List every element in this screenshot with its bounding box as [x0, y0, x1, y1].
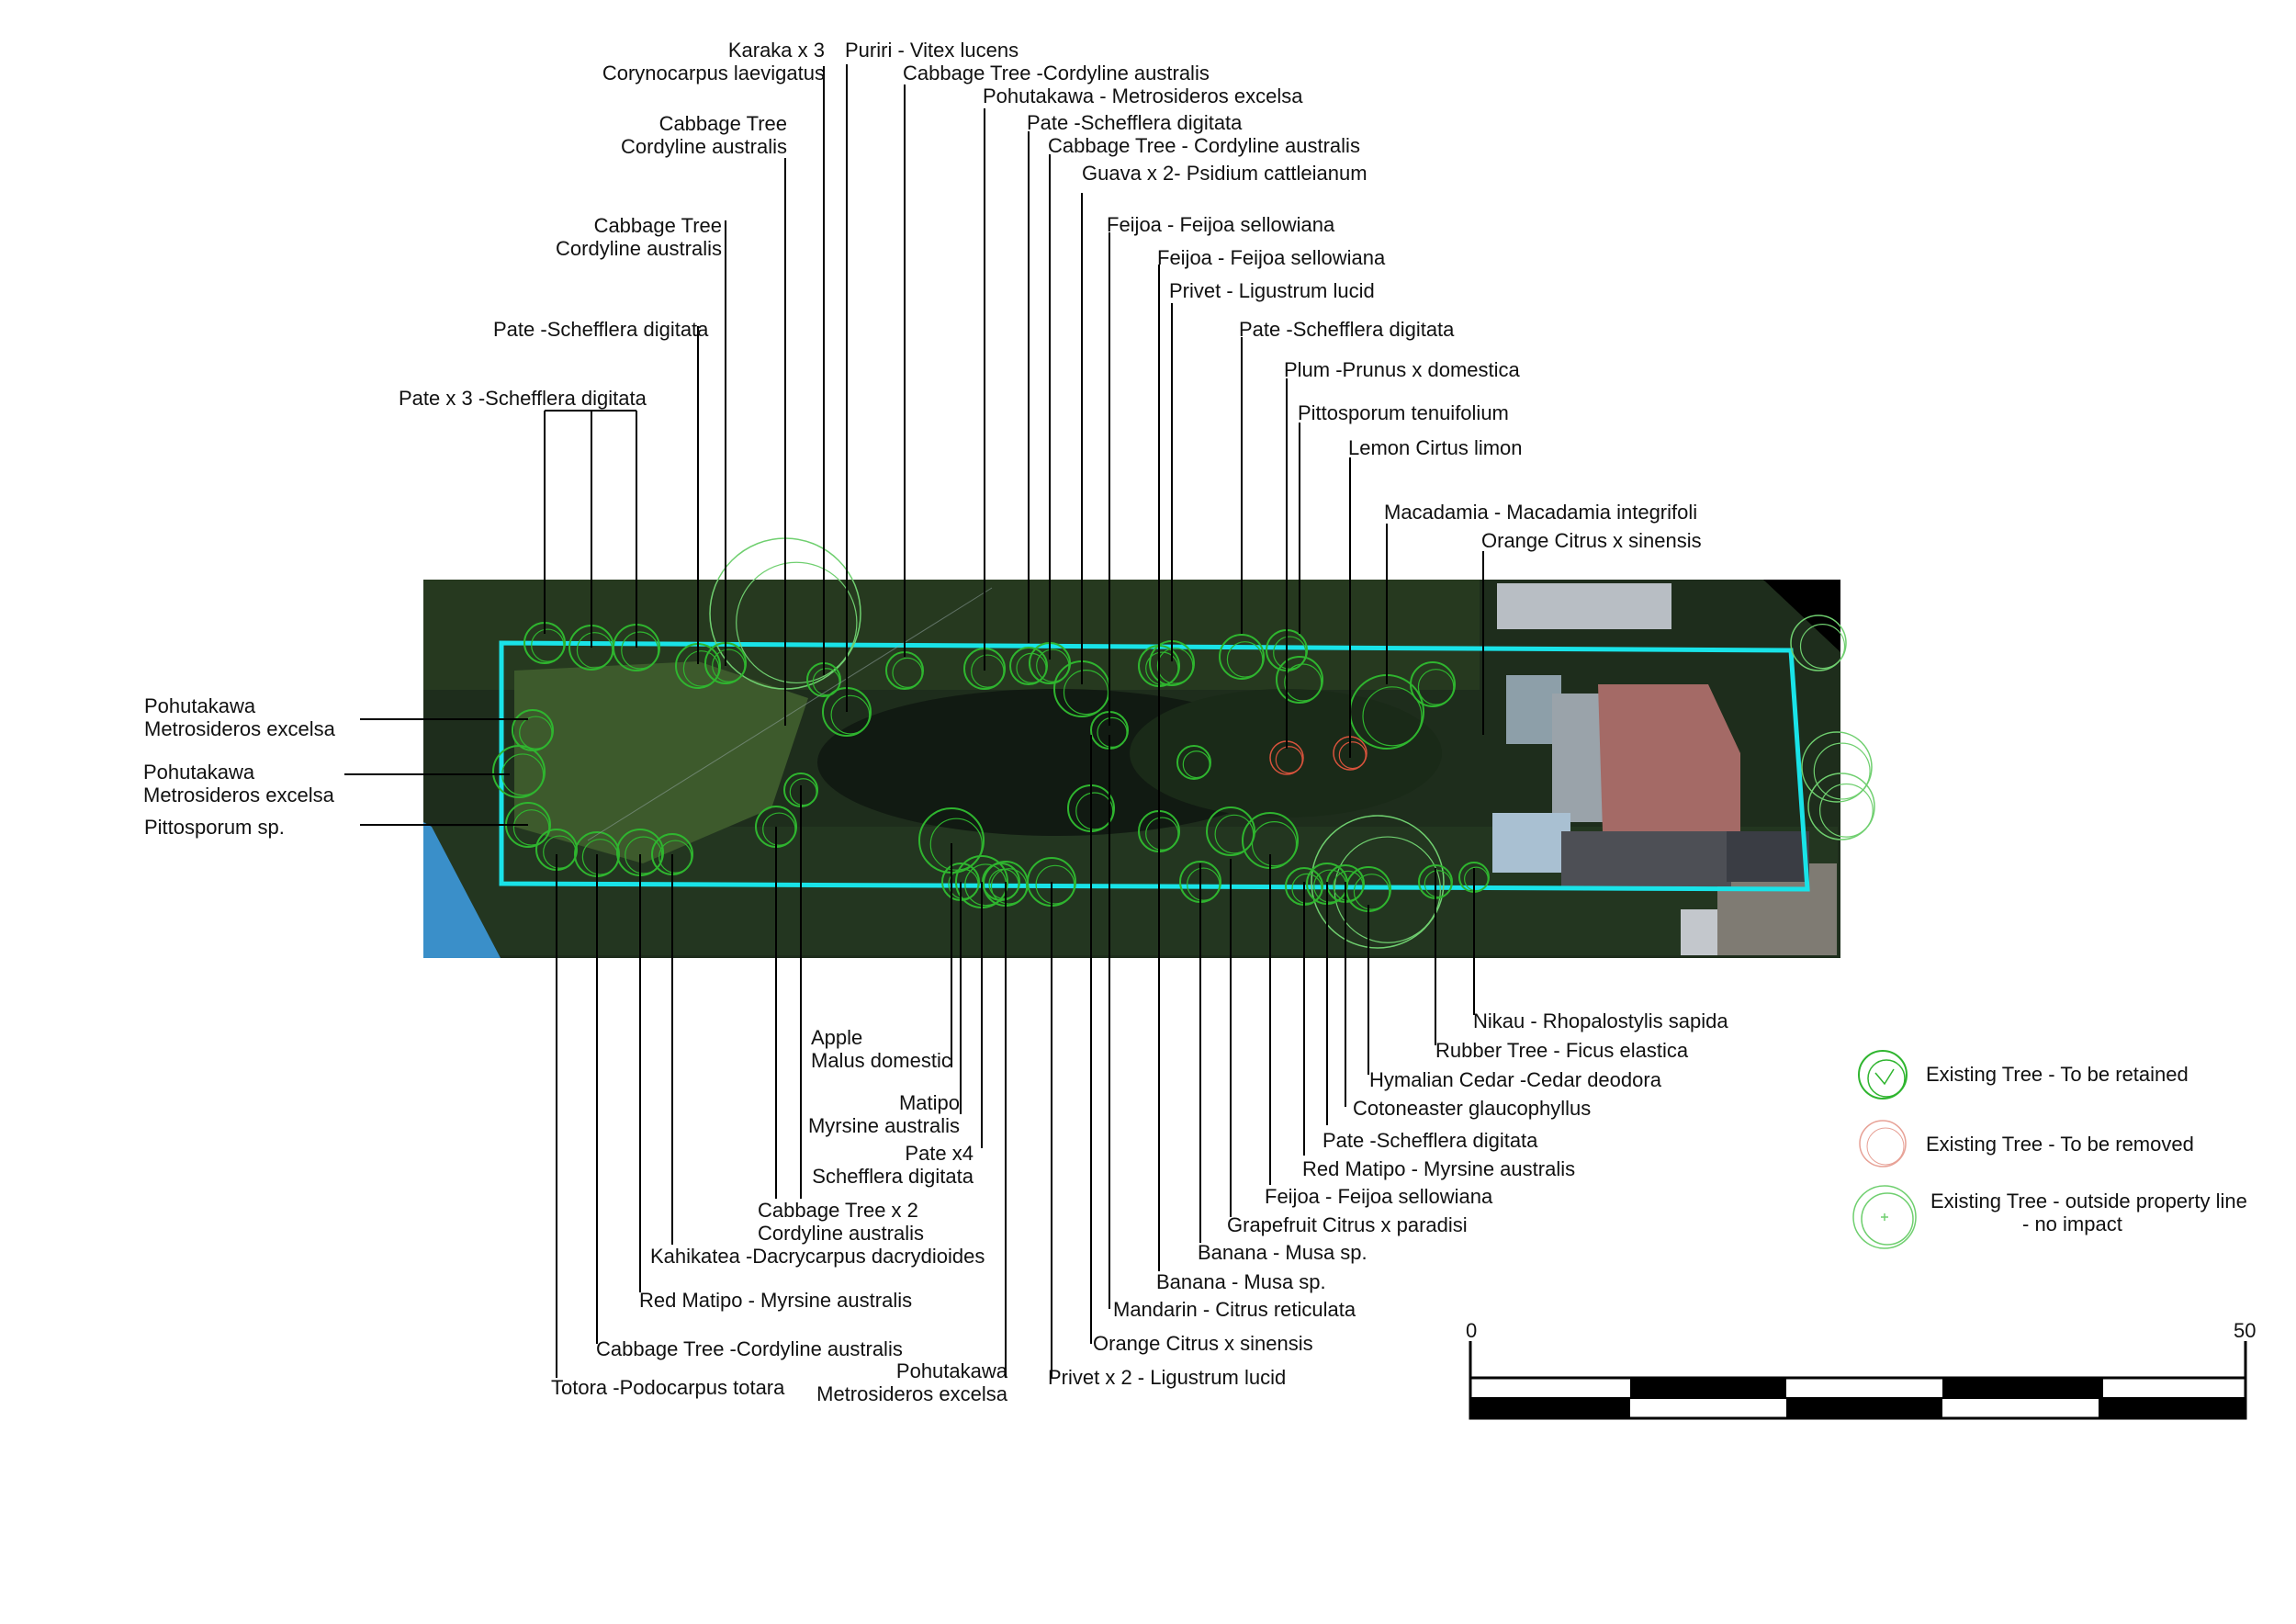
label-orange-b: Orange Citrus x sinensis [1093, 1332, 1313, 1355]
label-rubber-tree: Rubber Tree - Ficus elastica [1435, 1039, 1689, 1062]
legend-retained-label: Existing Tree - To be retained [1926, 1063, 2189, 1086]
legend-outside-icon [1852, 1185, 1917, 1249]
label-banana-a: Banana - Musa sp. [1156, 1270, 1326, 1293]
site-line [587, 587, 993, 841]
label-privet-x2: Privet x 2 - Ligustrum lucid [1048, 1366, 1287, 1389]
scale-bar [1469, 1341, 2247, 1420]
label-red-matipo-b: Red Matipo - Myrsine australis [1302, 1157, 1576, 1180]
retained-tree-icon [1276, 656, 1323, 704]
label-macadamia: Macadamia - Macadamia integrifoli [1384, 501, 1698, 524]
label-grapefruit: Grapefruit Citrus x paradisi [1227, 1213, 1468, 1236]
retained-tree-icon [1219, 634, 1265, 680]
legend-retained-icon [1858, 1050, 1908, 1100]
label-pate-c: Pate -Schefflera digitata [1239, 318, 1455, 341]
label-pate-x3: Pate x 3 -Schefflera digitata [399, 387, 647, 410]
label-feijoa-a: Feijoa - Feijoa sellowiana [1107, 213, 1335, 236]
scale-max-label: 50 [2234, 1319, 2257, 1342]
label-privet-a: Privet - Ligustrum lucid [1169, 279, 1375, 302]
label-cotoneaster: Cotoneaster glaucophyllus [1353, 1097, 1592, 1120]
legend-removed-label: Existing Tree - To be removed [1926, 1133, 2194, 1156]
label-plum: Plum -Prunus x domestica [1284, 358, 1520, 381]
label-orange-a: Orange Citrus x sinensis [1481, 529, 1702, 552]
label-feijoa-b: Feijoa - Feijoa sellowiana [1157, 246, 1386, 269]
property-boundary [499, 640, 1810, 892]
outside-tree-icon [1801, 731, 1873, 803]
label-pittosporum-sp: Pittosporum sp. [144, 816, 285, 839]
photo-corner [1763, 580, 1840, 652]
legend-removed-icon [1859, 1120, 1907, 1167]
canopy-area [1130, 689, 1442, 818]
leader-lines [344, 64, 1484, 1378]
label-nikau: Nikau - Rhopalostylis sapida [1473, 1009, 1728, 1032]
neighbour-roof [1497, 583, 1671, 629]
label-pate-d: Pate -Schefflera digitata [1322, 1129, 1538, 1152]
outside-tree-icon [1790, 615, 1847, 671]
label-pate-b: Pate -Schefflera digitata [493, 318, 709, 341]
house-garage [1561, 831, 1731, 886]
house-garage [1727, 831, 1809, 882]
label-pate-a: Pate -Schefflera digitata [1027, 111, 1243, 134]
label-cedar: Hymalian Cedar -Cedar deodora [1369, 1068, 1661, 1091]
label-banana-b: Banana - Musa sp. [1198, 1241, 1367, 1264]
label-pittosporum-tenuifolium: Pittosporum tenuifolium [1298, 401, 1509, 424]
outside-tree-icon [1311, 815, 1445, 949]
label-kahikatea: Kahikatea -Dacrycarpus dacrydioides [650, 1245, 985, 1268]
retained-tree-icon [1410, 661, 1456, 707]
label-feijoa-c: Feijoa - Feijoa sellowiana [1265, 1185, 1493, 1208]
label-red-matipo-a: Red Matipo - Myrsine australis [639, 1289, 913, 1312]
label-cabbage-tree-e: Cabbage Tree -Cordyline australis [596, 1337, 903, 1360]
label-puriri: Puriri - Vitex lucens [845, 39, 1019, 62]
label-cabbage-tree-b: Cabbage Tree - Cordyline australis [1048, 134, 1360, 157]
outside-tree-icon [1807, 773, 1875, 840]
retained-tree-icon [1206, 806, 1255, 856]
label-totora: Totora -Podocarpus totara [551, 1376, 785, 1399]
label-guava: Guava x 2- Psidium cattleianum [1082, 162, 1367, 185]
label-mandarin: Mandarin - Citrus reticulata [1113, 1298, 1356, 1321]
label-pohutakawa-a: Pohutakawa - Metrosideros excelsa [983, 85, 1303, 107]
water-corner [423, 822, 501, 958]
label-cabbage-tree-a: Cabbage Tree -Cordyline australis [903, 62, 1210, 85]
label-lemon: Lemon Cirtus limon [1348, 436, 1523, 459]
retained-tree-icon [1176, 745, 1211, 780]
house-annex [1492, 813, 1570, 873]
legend-outside-label: Existing Tree - outside property line - … [1930, 1190, 2247, 1235]
lawn [514, 661, 808, 863]
house-roof [1598, 684, 1740, 836]
scale-min-label: 0 [1466, 1319, 1478, 1342]
